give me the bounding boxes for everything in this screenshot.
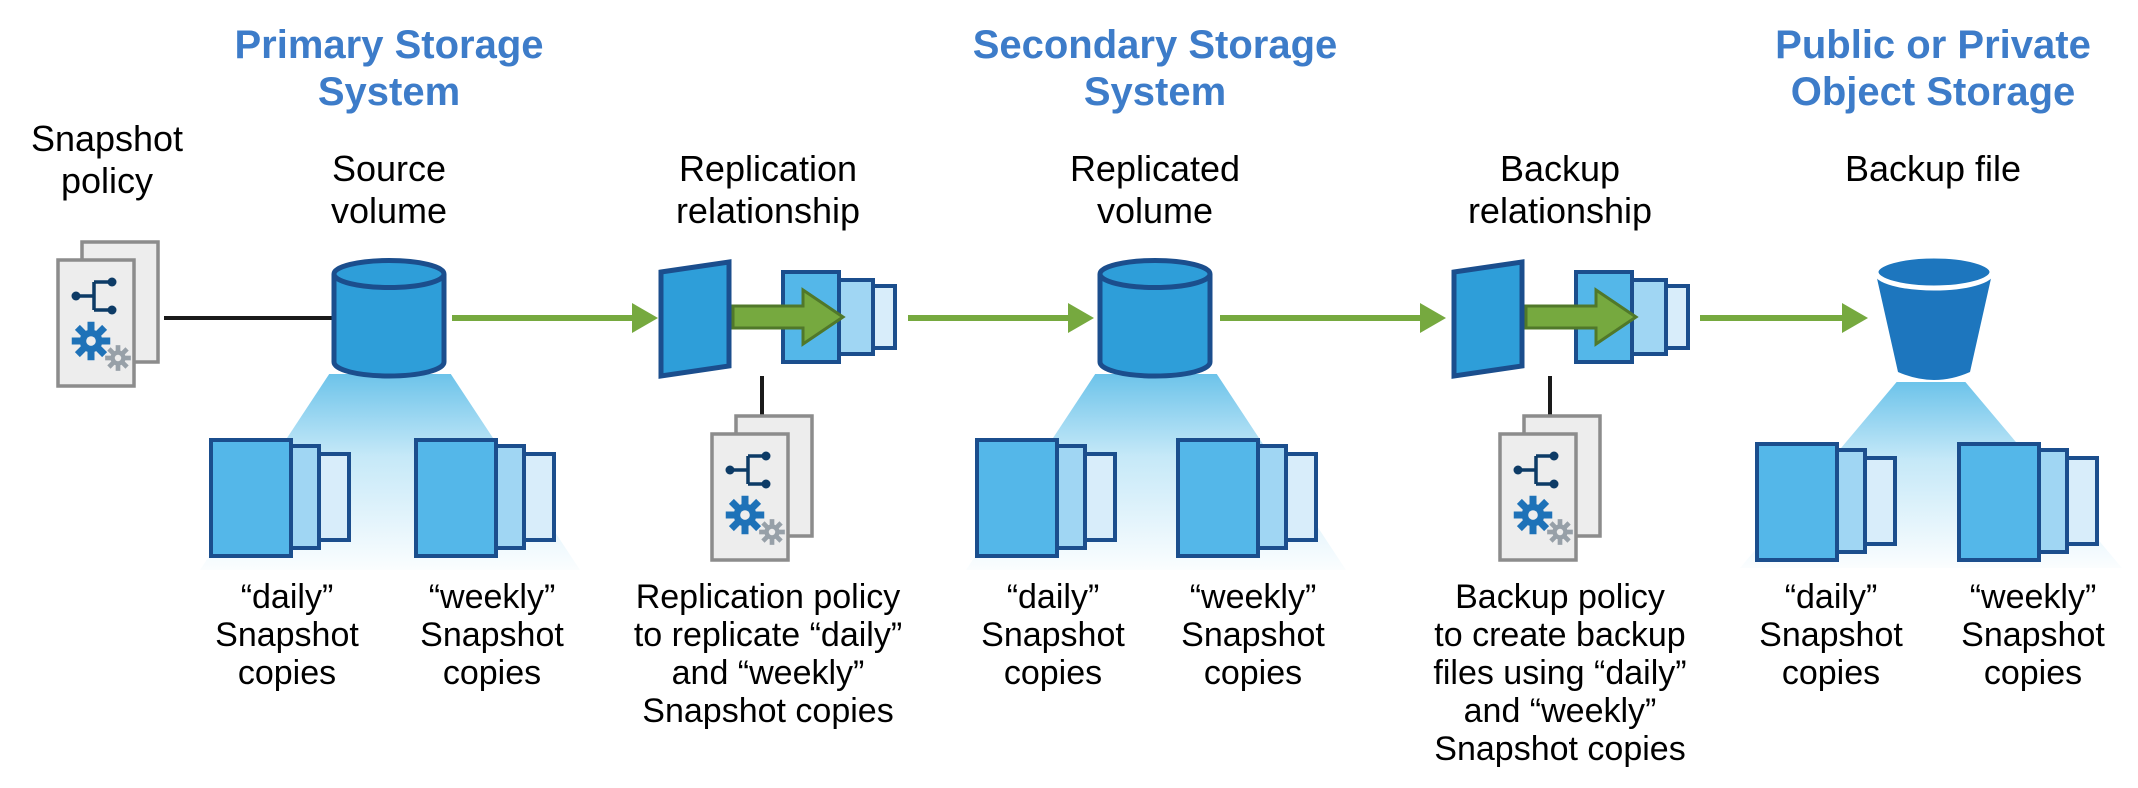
replication-relationship-icon bbox=[655, 256, 905, 380]
daily-snapshot-copies-icon bbox=[971, 438, 1131, 562]
arrow-head bbox=[632, 303, 658, 333]
caption-replication-policy: Replication policy to replicate “daily” … bbox=[633, 578, 903, 730]
label-backup-relationship: Backup relationship bbox=[1467, 148, 1653, 231]
daily-snapshot-copies-icon bbox=[1751, 442, 1911, 566]
caption-backup-policy: Backup policy to create backup files usi… bbox=[1433, 578, 1687, 768]
heading-object-storage: Public or Private Object Storage bbox=[1775, 23, 2091, 114]
weekly-snapshot-copies-icon bbox=[1953, 442, 2113, 566]
arrow-shaft bbox=[452, 315, 636, 321]
caption-weekly-snapshot-copies: “weekly” Snapshot copies bbox=[420, 578, 564, 692]
arrow-head bbox=[1842, 303, 1868, 333]
connector-replication-to-policy bbox=[760, 376, 764, 416]
source-volume-icon bbox=[330, 258, 448, 380]
label-backup-file: Backup file bbox=[1844, 148, 2022, 189]
replicated-volume-icon bbox=[1096, 258, 1214, 380]
backup-relationship-icon bbox=[1448, 256, 1698, 380]
connector-backup-to-policy bbox=[1548, 376, 1552, 416]
flow-arrow-replication-to-volume bbox=[908, 303, 1094, 333]
caption-daily-snapshot-copies: “daily” Snapshot copies bbox=[215, 578, 359, 692]
flow-arrow-source-to-replication bbox=[452, 303, 658, 333]
label-replicated-volume: Replicated volume bbox=[1069, 148, 1241, 231]
arrow-shaft bbox=[1700, 315, 1846, 321]
replication-policy-icon bbox=[706, 412, 818, 566]
heading-primary-storage-system: Primary Storage System bbox=[234, 23, 544, 114]
weekly-snapshot-copies-icon bbox=[1172, 438, 1332, 562]
arrow-shaft bbox=[908, 315, 1072, 321]
snapshot-policy-icon bbox=[52, 238, 164, 392]
label-source-volume: Source volume bbox=[330, 148, 448, 231]
caption-daily-snapshot-copies: “daily” Snapshot copies bbox=[981, 578, 1125, 692]
backup-file-bucket-icon bbox=[1872, 250, 1996, 388]
flow-arrow-backup-to-bucket bbox=[1700, 303, 1868, 333]
caption-daily-snapshot-copies: “daily” Snapshot copies bbox=[1759, 578, 1903, 692]
caption-weekly-snapshot-copies: “weekly” Snapshot copies bbox=[1181, 578, 1325, 692]
heading-secondary-storage-system: Secondary Storage System bbox=[972, 23, 1338, 114]
label-snapshot-policy: Snapshot policy bbox=[30, 118, 184, 201]
arrow-head bbox=[1420, 303, 1446, 333]
caption-weekly-snapshot-copies: “weekly” Snapshot copies bbox=[1961, 578, 2105, 692]
flow-arrow-volume-to-backup bbox=[1220, 303, 1446, 333]
connector-policy-to-volume bbox=[164, 316, 332, 320]
arrow-shaft bbox=[1220, 315, 1424, 321]
weekly-snapshot-copies-icon bbox=[410, 438, 570, 562]
daily-snapshot-copies-icon bbox=[205, 438, 365, 562]
backup-policy-icon bbox=[1494, 412, 1606, 566]
label-replication-relationship: Replication relationship bbox=[675, 148, 861, 231]
arrow-head bbox=[1068, 303, 1094, 333]
